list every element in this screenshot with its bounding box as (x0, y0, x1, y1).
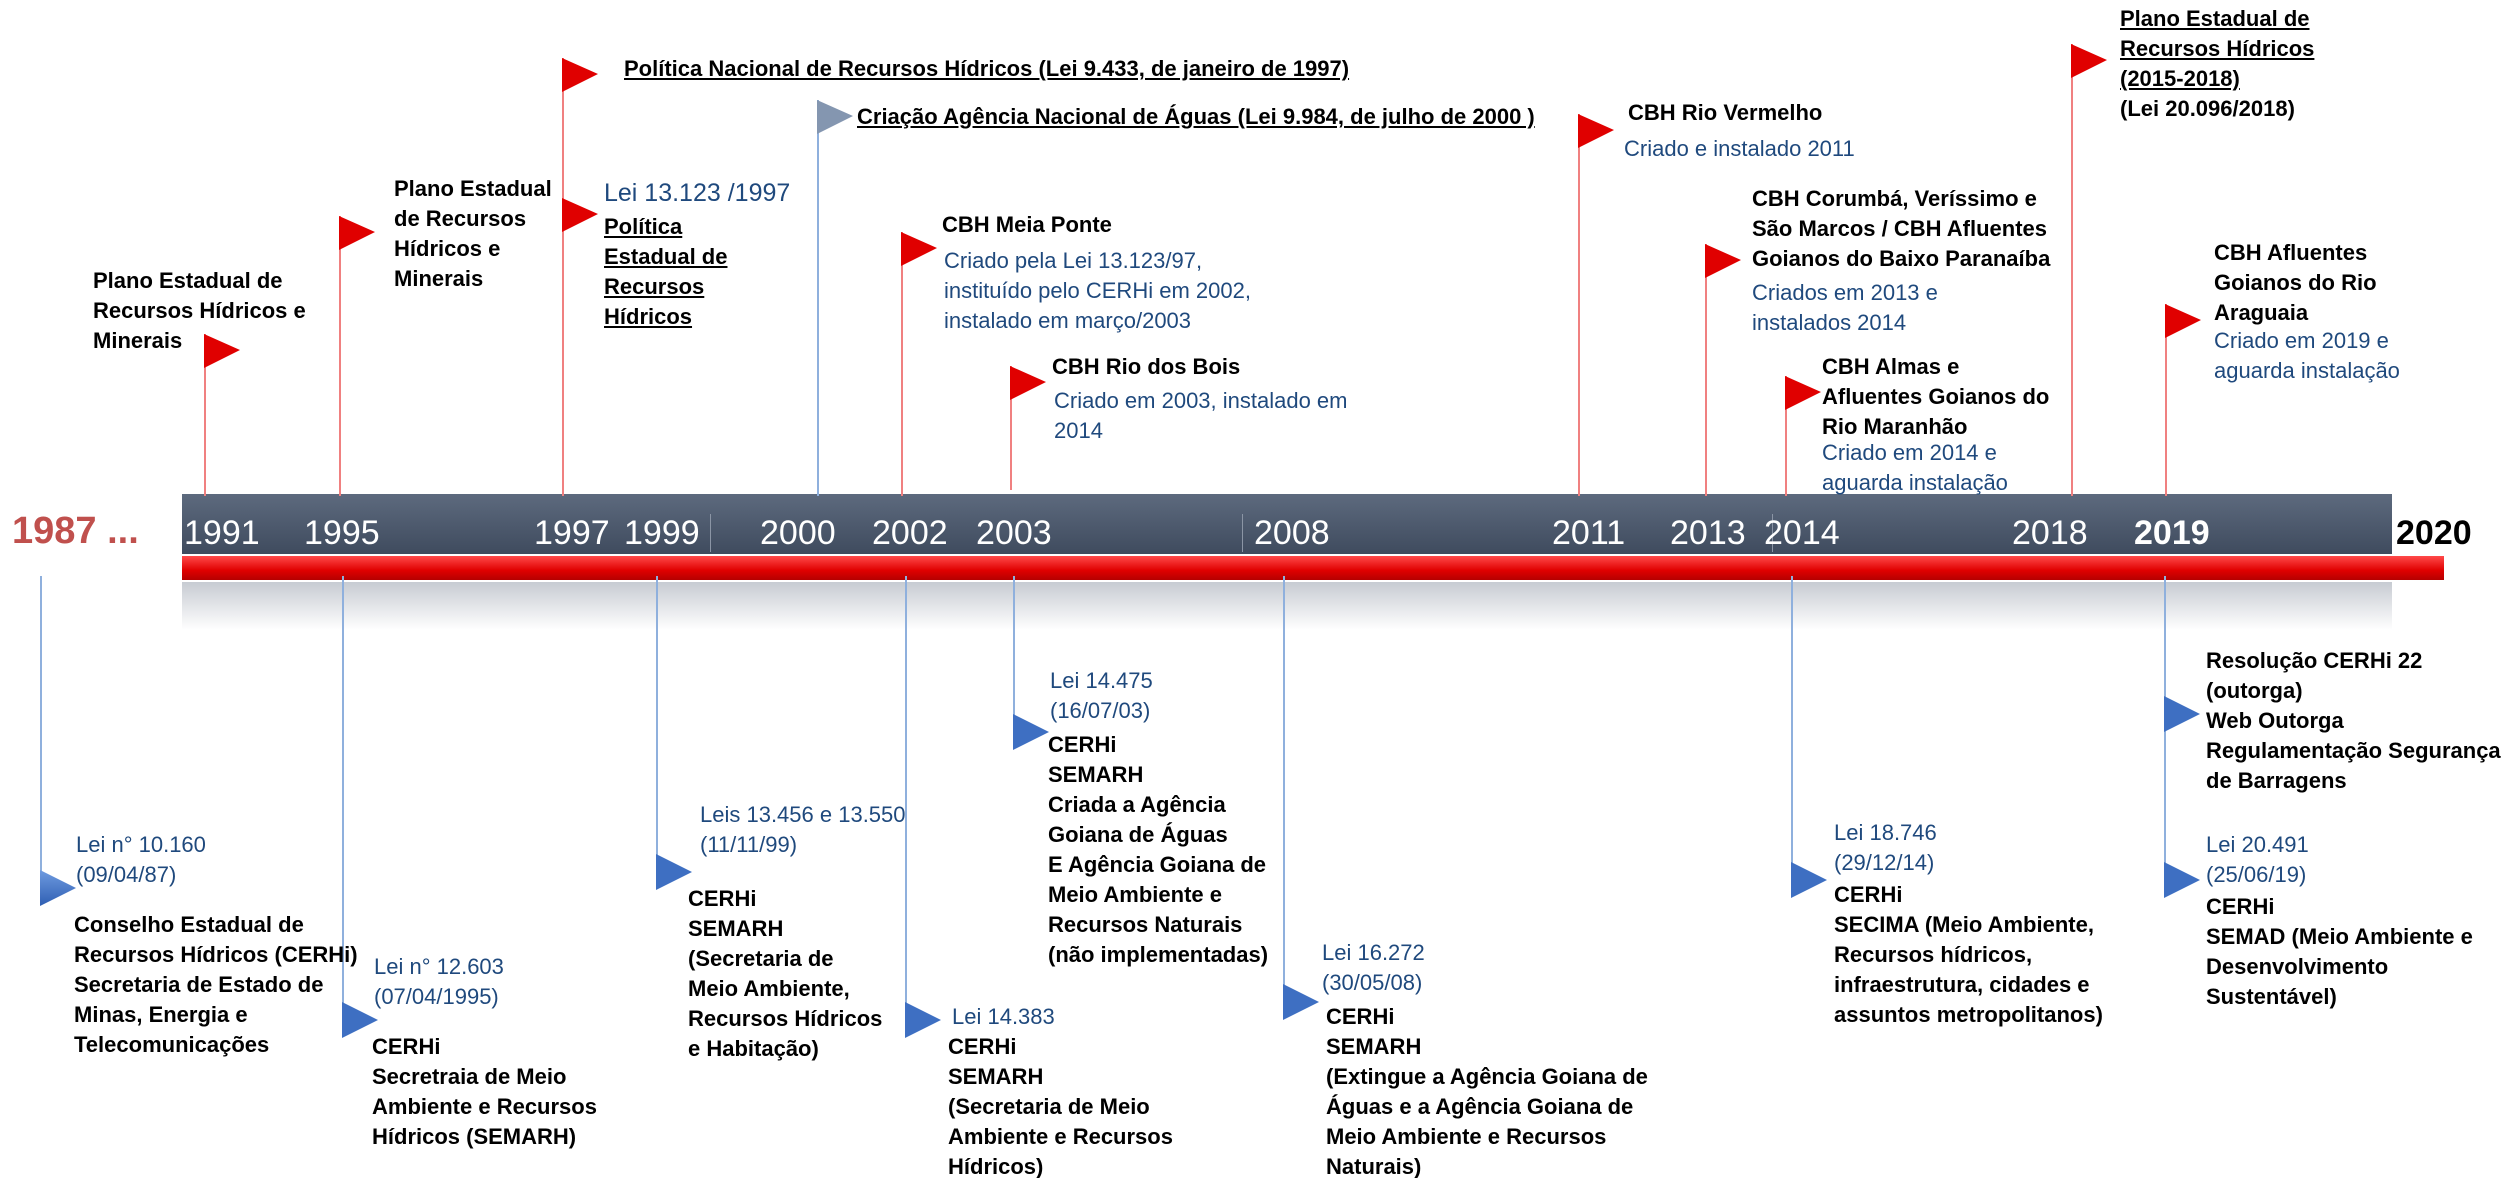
year-label: 2013 (1670, 514, 1746, 552)
red-flag-icon (1785, 376, 1821, 410)
red-flag-icon (2071, 44, 2107, 78)
blue-flag-icon (342, 1002, 378, 1038)
blue-flag-icon (905, 1002, 941, 1038)
event-subtitle: (Lei 20.096/2018) (2120, 96, 2295, 121)
timeline-red-bar (182, 556, 2444, 580)
red-flag-icon (901, 232, 937, 266)
event-law: Lei 18.746 (29/12/14) (1834, 820, 1937, 875)
flag-pole (1013, 576, 1015, 728)
event-title: Plano Estadual de Recursos Hídricos e Mi… (394, 176, 552, 291)
event-detail: CERHi SEMARH Criada a Agência Goiana de … (1048, 732, 1269, 967)
timeline-start-label: 1987 ... (12, 510, 139, 552)
year-separator (710, 514, 711, 552)
event-law: Lei n° 12.603 (07/04/1995) (374, 954, 504, 1009)
flag-pole (40, 576, 42, 886)
blue-flag-icon (2164, 862, 2200, 898)
event-detail: CERHi SEMAD (Meio Ambiente e Desenvolvim… (2206, 894, 2473, 1009)
blue-flag-icon (1013, 714, 1049, 750)
year-label: 2014 (1764, 514, 1840, 552)
event-detail: CERHi Secretraia de Meio Ambiente e Recu… (372, 1034, 597, 1149)
flag-pole (1283, 576, 1285, 1000)
red-flag-icon (562, 198, 598, 232)
year-label: 1997 (534, 514, 610, 552)
event-detail: Criado em 2003, instalado em 2014 (1054, 388, 1348, 443)
event-title: Política Estadual de Recursos Hídricos (604, 214, 728, 329)
event-title: CBH Meia Ponte (942, 212, 1112, 237)
blue-flag-icon (1791, 862, 1827, 898)
red-flag-icon (339, 216, 375, 250)
event-detail: CERHi SECIMA (Meio Ambiente, Recursos hí… (1834, 882, 2103, 1027)
flag-pole (2165, 304, 2167, 496)
event-title: CBH Rio dos Bois (1052, 354, 1241, 379)
flag-pole (562, 58, 564, 496)
timeline-end-label: 2020 (2396, 514, 2472, 552)
event-title: Política Nacional de Recursos Hídricos (… (624, 56, 1350, 81)
event-title: CBH Corumbá, Veríssimo e São Marcos / CB… (1752, 186, 2051, 271)
event-title: CBH Rio Vermelho (1628, 100, 1823, 125)
flag-pole (339, 216, 341, 496)
event-detail: CERHi SEMARH (Secretaria de Meio Ambient… (688, 886, 883, 1061)
flag-pole (817, 100, 819, 496)
event-title: CBH Almas e Afluentes Goianos do Rio Mar… (1822, 354, 2050, 439)
flag-pole (2071, 44, 2073, 496)
event-detail: Criado e instalado 2011 (1624, 136, 1855, 161)
timeline-band-shadow (182, 582, 2392, 630)
flag-pole (1578, 114, 1580, 496)
event-detail: Resolução CERHi 22 (outorga) Web Outorga… (2206, 648, 2501, 793)
flag-pole (656, 576, 658, 872)
blue-flag-icon (2164, 696, 2200, 732)
flag-pole (905, 576, 907, 1020)
year-label-highlighted: 2019 (2134, 514, 2210, 552)
red-flag-icon (1705, 244, 1741, 278)
event-subtitle: Lei 13.123 /1997 (604, 179, 791, 207)
event-detail: Criado pela Lei 13.123/97, instituído pe… (944, 248, 1251, 333)
red-flag-icon (562, 58, 598, 92)
flag-pole (204, 334, 206, 496)
event-law: Lei 16.272 (30/05/08) (1322, 940, 1425, 995)
blue-flag-icon (1283, 984, 1319, 1020)
event-title: Plano Estadual de Recursos Hídricos e Mi… (93, 268, 306, 353)
flag-pole (1010, 366, 1012, 490)
event-detail: Criados em 2013 e instalados 2014 (1752, 280, 1938, 335)
blue-flag-icon (656, 854, 692, 890)
event-detail: CERHi SEMARH (Secretaria de Meio Ambient… (948, 1034, 1173, 1178)
year-separator (1242, 514, 1243, 552)
timeline-band (182, 494, 2392, 554)
flag-pole (1791, 576, 1793, 878)
red-flag-icon (204, 334, 240, 368)
year-label: 1991 (184, 514, 260, 552)
year-label: 1995 (304, 514, 380, 552)
year-separator (1772, 514, 1773, 552)
event-detail: Criado em 2014 e aguarda instalação (1822, 440, 2008, 495)
event-law: Lei 20.491 (25/06/19) (2206, 832, 2309, 887)
year-label: 2002 (872, 514, 948, 552)
year-label: 2011 (1552, 514, 1626, 552)
year-label: 2003 (976, 514, 1052, 552)
event-law: Lei n° 10.160 (09/04/87) (76, 832, 206, 887)
year-label: 1999 (624, 514, 700, 552)
red-flag-icon (1578, 114, 1614, 148)
flag-pole (1785, 376, 1787, 496)
event-detail: Criado em 2019 e aguarda instalação (2214, 328, 2400, 383)
gray-flag-icon (817, 100, 853, 134)
red-flag-icon (1010, 366, 1046, 400)
year-label: 2018 (2012, 514, 2088, 552)
event-title: CBH Afluentes Goianos do Rio Araguaia (2214, 240, 2377, 325)
blue-flag-icon (40, 870, 76, 906)
flag-pole (342, 576, 344, 1020)
flag-pole (1705, 244, 1707, 496)
event-law: Leis 13.456 e 13.550 (11/11/99) (700, 802, 906, 857)
year-label: 2000 (760, 514, 836, 552)
event-detail: CERHi SEMARH (Extingue a Agência Goiana … (1326, 1004, 1648, 1178)
event-law: Lei 14.475 (16/07/03) (1050, 668, 1153, 723)
event-law: Lei 14.383 (952, 1004, 1055, 1029)
event-title: Criação Agência Nacional de Águas (Lei 9… (857, 104, 1535, 129)
red-flag-icon (2165, 304, 2201, 338)
flag-pole (901, 232, 903, 496)
year-label: 2008 (1254, 514, 1330, 552)
event-detail: Conselho Estadual de Recursos Hídricos (… (74, 912, 358, 1057)
event-title: Plano Estadual de Recursos Hídricos (201… (2120, 6, 2315, 91)
